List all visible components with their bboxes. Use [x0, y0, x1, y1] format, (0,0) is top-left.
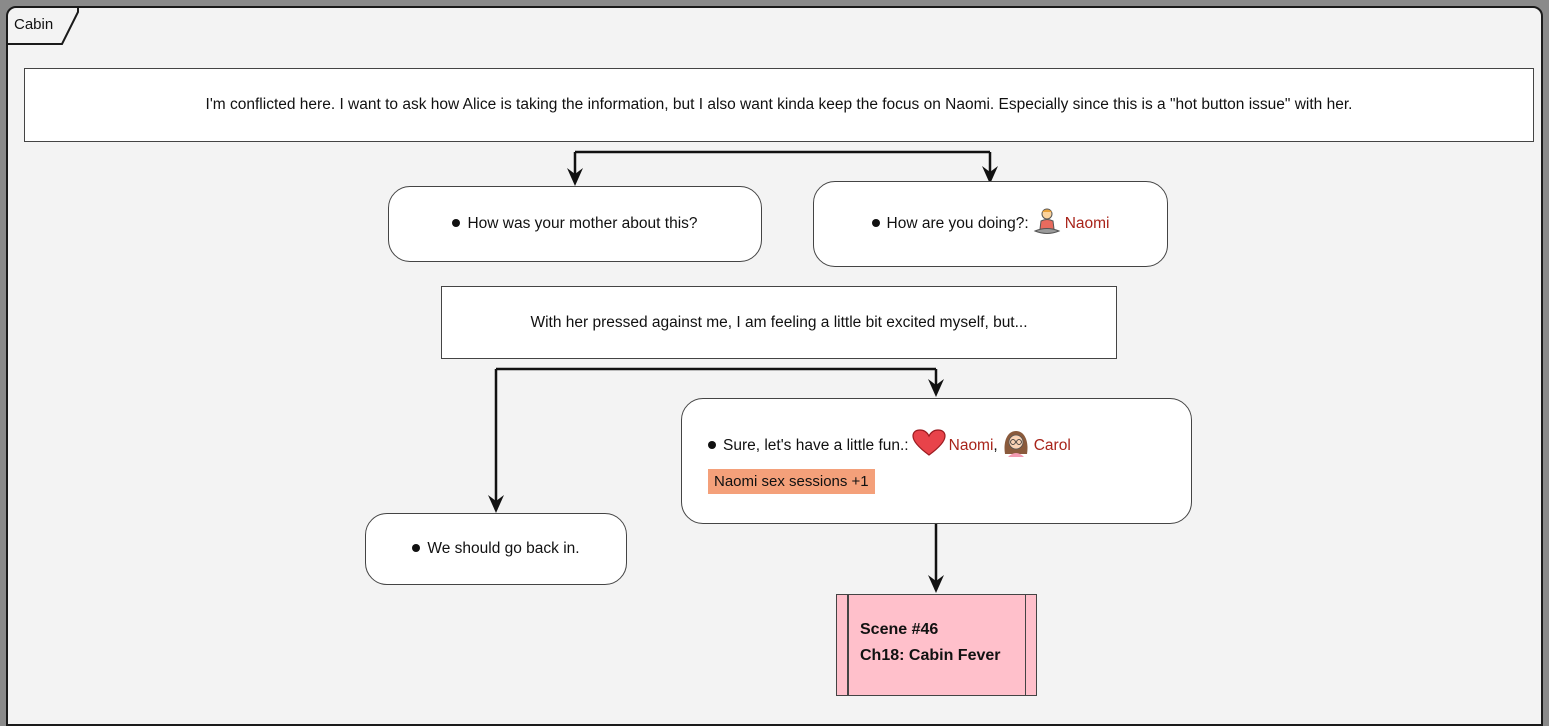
bullet-icon: [708, 440, 716, 449]
choice-doing-node[interactable]: How are you doing?: Naomi: [813, 181, 1168, 267]
scene-left-bar: [847, 595, 849, 695]
woman-glasses-icon: [1001, 428, 1031, 463]
choice-fun-badge-row: Naomi sex sessions +1: [708, 469, 875, 494]
group-title: Cabin: [14, 16, 54, 33]
scene-number: Scene #46: [860, 621, 939, 638]
intro-text-node: I'm conflicted here. I want to ask how A…: [24, 68, 1534, 142]
scene-title: Ch18: Cabin Fever: [860, 647, 1001, 664]
choice-back-node[interactable]: We should go back in.: [365, 513, 627, 585]
character-carol: Carol: [1033, 436, 1071, 454]
choice-fun-node[interactable]: Sure, let's have a little fun.: Naomi , …: [681, 398, 1192, 524]
character-naomi: Naomi: [1064, 215, 1110, 232]
group-tab: Cabin: [6, 6, 53, 44]
choice-mother-node[interactable]: How was your mother about this?: [388, 186, 762, 262]
choice-mother-label: How was your mother about this?: [467, 215, 698, 232]
mid-text-node: With her pressed against me, I am feelin…: [441, 286, 1117, 359]
choice-fun-separator: ,: [993, 436, 998, 454]
scene-node[interactable]: Scene #46 Ch18: Cabin Fever: [836, 594, 1037, 696]
choice-back-label: We should go back in.: [427, 540, 580, 557]
choice-doing-label: How are you doing?:: [886, 215, 1029, 232]
choice-fun-row: Sure, let's have a little fun.: Naomi , …: [708, 428, 1071, 463]
bullet-icon: [871, 219, 880, 227]
mid-text: With her pressed against me, I am feelin…: [530, 313, 1028, 331]
bullet-icon: [412, 544, 421, 552]
effect-badge: Naomi sex sessions +1: [708, 469, 875, 494]
heart-icon: [912, 429, 946, 462]
character-naomi: Naomi: [948, 436, 994, 454]
bullet-icon: [452, 219, 461, 227]
meditating-person-icon: [1032, 207, 1062, 242]
scene-text: Scene #46 Ch18: Cabin Fever: [860, 617, 1000, 669]
scene-right-bar: [1024, 595, 1026, 695]
intro-text: I'm conflicted here. I want to ask how A…: [205, 96, 1353, 113]
choice-fun-label: Sure, let's have a little fun.:: [723, 436, 909, 454]
